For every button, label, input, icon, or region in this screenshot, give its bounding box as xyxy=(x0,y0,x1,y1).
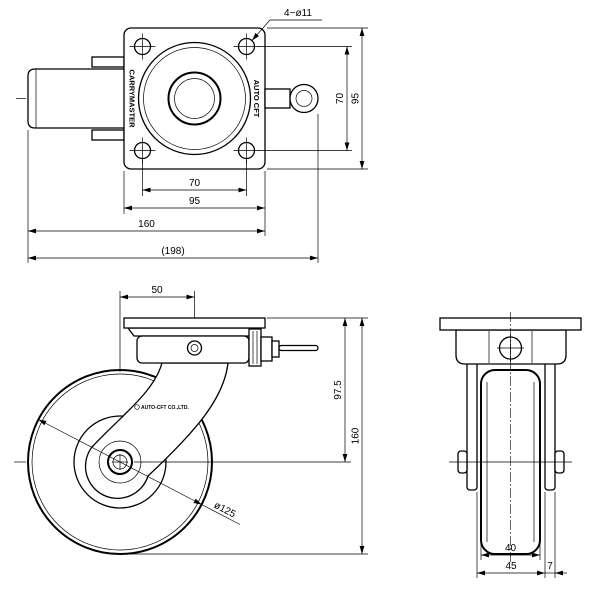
mounting-hole-bottom-left xyxy=(129,137,156,164)
side-housing-bolt xyxy=(186,340,203,356)
top-fork-leg-upper xyxy=(91,56,125,68)
maker-logo-mark xyxy=(134,404,140,410)
dim-label-wheel-width: 40 xyxy=(505,543,517,554)
side-view: AUTO-CFT CO.,LTD. 50 97.5 160 ø125 xyxy=(14,285,368,555)
dim-label-length: 160 xyxy=(138,219,155,230)
dim-label-axle-height: 97.5 xyxy=(333,380,344,400)
maker-label: AUTO CFT xyxy=(252,80,261,118)
dim-label-offset: 50 xyxy=(151,285,163,296)
dim-line-wheel-diameter xyxy=(38,419,202,505)
hole-callout-leader xyxy=(251,19,322,41)
front-view: 40 45 7 xyxy=(439,312,582,578)
side-mounting-plate xyxy=(123,317,266,329)
mounting-hole-top-left xyxy=(129,33,156,60)
top-lock-ring-inner xyxy=(295,90,313,107)
top-swivel-race-inner xyxy=(143,47,246,150)
hole-callout-label: 4−ø11 xyxy=(284,8,312,19)
front-fork-leg-right xyxy=(544,361,556,491)
top-kingpin-hub-outer xyxy=(167,71,222,126)
dim-label-overall: (198) xyxy=(161,246,184,257)
top-mounting-plate xyxy=(123,27,266,170)
side-swivel-race xyxy=(126,327,263,337)
front-fork-leg-left xyxy=(466,361,478,491)
dim-label-hole-pitch-x: 70 xyxy=(189,178,201,189)
side-lock-pin xyxy=(278,344,319,352)
top-swivel-race-outer xyxy=(137,41,252,156)
top-wheel-outline xyxy=(27,68,124,129)
top-view: CARRYMASTER AUTO CFT 4−ø11 70 95 70 95 1… xyxy=(16,8,368,263)
top-lock-tab xyxy=(264,88,291,109)
dim-label-wheel-diameter: ø125 xyxy=(212,500,238,520)
dim-label-total-height: 160 xyxy=(351,427,362,444)
dim-label-plate-height: 95 xyxy=(351,93,362,105)
arm-maker-label: AUTO-CFT CO.,LTD. xyxy=(141,405,189,411)
dim-label-hole-pitch-y: 70 xyxy=(335,93,346,105)
dim-label-leg-thickness: 7 xyxy=(547,561,553,572)
side-lock-collar xyxy=(271,340,280,358)
top-lock-ring xyxy=(289,83,319,114)
top-fork-leg-lower xyxy=(91,129,125,141)
side-lock-block xyxy=(248,328,262,367)
side-swivel-housing xyxy=(136,335,250,364)
top-kingpin-hub-inner xyxy=(174,78,215,119)
side-housing-bolt-inner xyxy=(190,344,199,352)
dim-label-plate-width: 95 xyxy=(189,196,201,207)
dim-label-fork-width: 45 xyxy=(505,561,517,572)
mounting-hole-bottom-right xyxy=(233,137,260,164)
wheel-diameter-leader xyxy=(201,504,241,525)
mounting-hole-top-right xyxy=(233,33,260,60)
brand-label: CARRYMASTER xyxy=(128,69,137,128)
side-lock-spring-housing xyxy=(260,336,273,362)
